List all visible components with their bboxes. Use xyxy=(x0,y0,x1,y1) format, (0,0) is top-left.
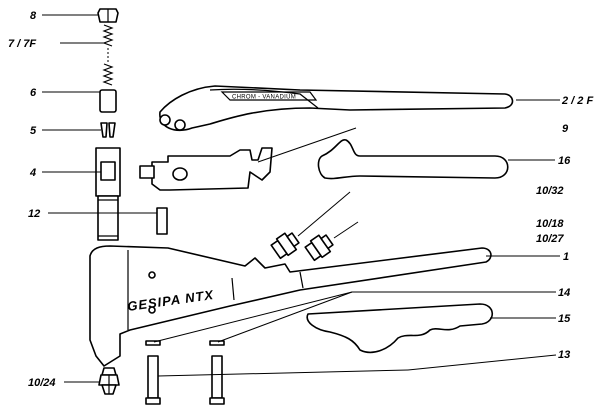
label-part-13: 13 xyxy=(558,349,570,361)
label-part-10-32: 10/32 xyxy=(536,185,564,197)
part-12-pin xyxy=(156,207,168,235)
label-part-6: 6 xyxy=(30,87,37,99)
stamp-chrom-vanadium: CHROM - VANADIUM xyxy=(232,95,296,101)
label-part-14: 14 xyxy=(558,287,570,299)
part-1-main-body: GESIPA NTX xyxy=(89,245,492,367)
part-4-jaw-housing xyxy=(95,147,121,241)
part-5-jaws xyxy=(100,122,116,138)
part-10-24-nosepiece xyxy=(98,367,120,395)
label-part-1: 1 xyxy=(563,251,569,263)
part-10-18-nosepiece xyxy=(304,234,334,262)
label-part-10-18: 10/18 xyxy=(536,218,564,230)
part-13-bolts xyxy=(145,355,225,405)
label-part-15: 15 xyxy=(558,313,571,325)
part-9-lever-link xyxy=(139,147,273,191)
leader-lines xyxy=(42,14,560,383)
label-part-2: 2 / 2 F xyxy=(561,95,593,107)
part-7-spring xyxy=(102,24,114,86)
label-part-12: 12 xyxy=(28,208,40,220)
part-16-grip xyxy=(317,139,509,180)
part-2-upper-handle: CHROM - VANADIUM xyxy=(159,85,514,132)
part-10-32-nosepiece xyxy=(270,232,300,260)
label-part-4: 4 xyxy=(29,167,36,179)
part-14-washers xyxy=(145,340,225,346)
label-part-10-27: 10/27 xyxy=(536,233,564,245)
label-part-10-24: 10/24 xyxy=(28,377,56,389)
part-8-cap-nut xyxy=(97,8,119,23)
part-15-grip xyxy=(306,303,494,354)
label-part-16: 16 xyxy=(558,155,571,167)
label-part-7: 7 / 7F xyxy=(8,38,36,50)
part-6-sleeve xyxy=(99,89,117,113)
label-part-5: 5 xyxy=(30,125,37,137)
label-part-8: 8 xyxy=(30,10,37,22)
label-part-9: 9 xyxy=(562,123,569,135)
